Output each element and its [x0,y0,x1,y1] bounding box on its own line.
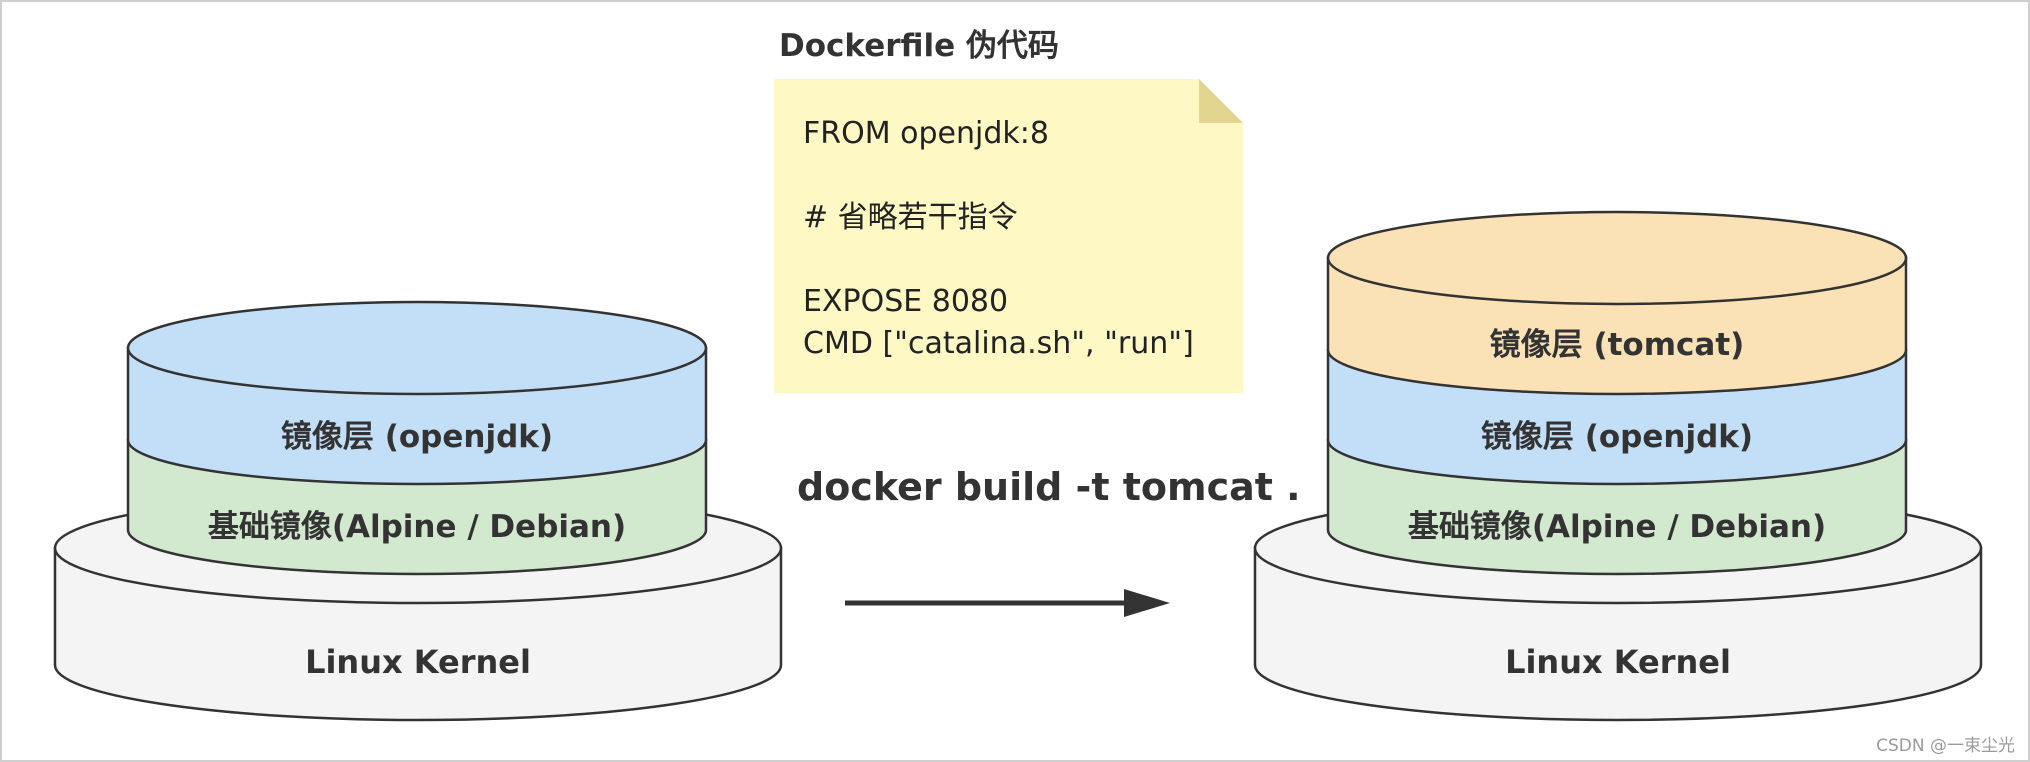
right-stack: Linux Kernel 基础镜像(Alpine / Debian) 镜像层 (… [1253,210,1983,722]
right-base-label: 基础镜像(Alpine / Debian) [1408,509,1826,545]
arrow-head [1124,589,1170,617]
note-fold [1199,79,1243,123]
left-jdk-label: 镜像层 (openjdk) [281,419,553,455]
left-stack: Linux Kernel 基础镜像(Alpine / Debian) 镜像层 (… [53,300,783,722]
dockerfile-note: Dockerfile 伪代码 FROM openjdk:8 # 省略若干指令 E… [774,28,1243,393]
right-jdk-label: 镜像层 (openjdk) [1481,419,1753,455]
left-jdk-layer: 镜像层 (openjdk) [126,300,708,486]
left-kernel-label: Linux Kernel [305,643,531,681]
right-tomcat-layer: 镜像层 (tomcat) [1326,210,1908,396]
right-tomcat-label: 镜像层 (tomcat) [1490,327,1745,363]
left-base-label: 基础镜像(Alpine / Debian) [208,509,626,545]
note-line-5: EXPOSE 8080 [803,284,1008,319]
build-command: docker build -t tomcat . [797,465,1301,509]
left-jdk-top [126,300,708,396]
build-arrow [845,589,1170,617]
note-line-6: CMD ["catalina.sh", "run"] [803,326,1194,361]
right-kernel-label: Linux Kernel [1505,643,1731,681]
watermark: CSDN @一束尘光 [1876,736,2015,756]
note-line-3: # 省略若干指令 [803,200,1018,235]
note-title: Dockerfile 伪代码 [779,28,1059,64]
right-tomcat-top [1326,210,1908,306]
note-line-1: FROM openjdk:8 [803,116,1049,151]
note-paper [774,79,1243,393]
